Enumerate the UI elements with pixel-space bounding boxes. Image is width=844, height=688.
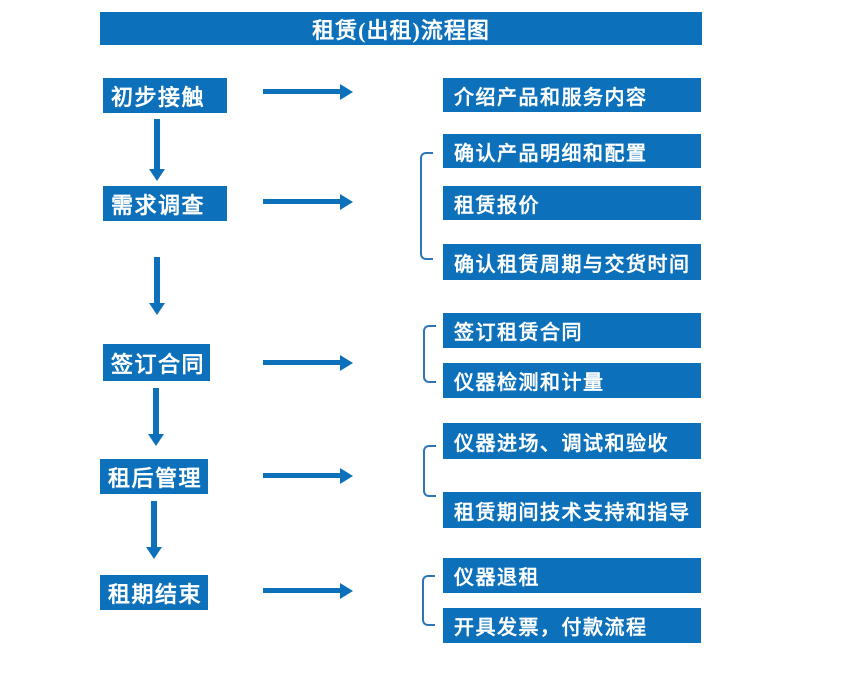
- arrow-head: [149, 303, 165, 315]
- group-bracket-post-rental: [423, 445, 436, 497]
- arrow-shaft: [263, 199, 341, 204]
- detail-box-invoice-payment: 开具发票，付款流程: [443, 608, 701, 643]
- group-bracket-demand-survey: [420, 152, 433, 260]
- arrow-head: [340, 355, 353, 371]
- right-arrow-2: [263, 194, 353, 210]
- group-bracket-rental-end: [422, 575, 435, 626]
- right-arrow-5: [263, 583, 353, 599]
- right-arrow-1: [263, 84, 353, 100]
- arrow-shaft: [263, 360, 341, 365]
- arrow-shaft: [151, 501, 157, 548]
- arrow-shaft: [153, 388, 159, 435]
- down-arrow-1: [149, 119, 165, 181]
- detail-box-instrument-return: 仪器退租: [443, 558, 701, 593]
- step-box-demand-survey: 需求调查: [103, 186, 227, 221]
- chart-title: 租赁(出租)流程图: [312, 17, 490, 43]
- detail-box-confirm-product-details: 确认产品明细和配置: [443, 134, 701, 168]
- arrow-head: [149, 169, 165, 181]
- detail-box-rental-quotation: 租赁报价: [443, 186, 701, 220]
- step-box-rental-end: 租期结束: [100, 575, 208, 610]
- arrow-shaft: [263, 473, 341, 478]
- detail-box-sign-rental-contract: 签订租赁合同: [443, 313, 701, 348]
- arrow-head: [340, 583, 353, 599]
- right-arrow-3: [263, 355, 353, 371]
- down-arrow-4: [146, 501, 162, 559]
- detail-box-instrument-testing: 仪器检测和计量: [443, 363, 701, 398]
- arrow-head: [148, 434, 164, 446]
- arrow-head: [340, 194, 353, 210]
- step-box-sign-contract: 签订合同: [103, 344, 210, 381]
- arrow-shaft: [263, 588, 341, 593]
- group-bracket-sign-contract: [423, 325, 436, 383]
- down-arrow-3: [148, 388, 164, 446]
- chart-title-bar: 租赁(出租)流程图: [100, 12, 702, 45]
- step-box-initial-contact: 初步接触: [103, 78, 227, 113]
- arrow-head: [340, 84, 353, 100]
- detail-box-confirm-rental-period: 确认租赁周期与交货时间: [443, 244, 701, 280]
- detail-box-tech-support: 租赁期间技术支持和指导: [443, 492, 701, 528]
- arrow-head: [340, 468, 353, 484]
- detail-box-instrument-arrival: 仪器进场、调试和验收: [443, 423, 701, 459]
- right-arrow-4: [263, 468, 353, 484]
- step-box-post-rental-management: 租后管理: [100, 459, 208, 494]
- down-arrow-2: [149, 257, 165, 315]
- arrow-head: [146, 547, 162, 559]
- arrow-shaft: [154, 119, 160, 170]
- arrow-shaft: [154, 257, 160, 304]
- detail-box-introduce-products: 介绍产品和服务内容: [443, 78, 701, 112]
- arrow-shaft: [263, 89, 341, 94]
